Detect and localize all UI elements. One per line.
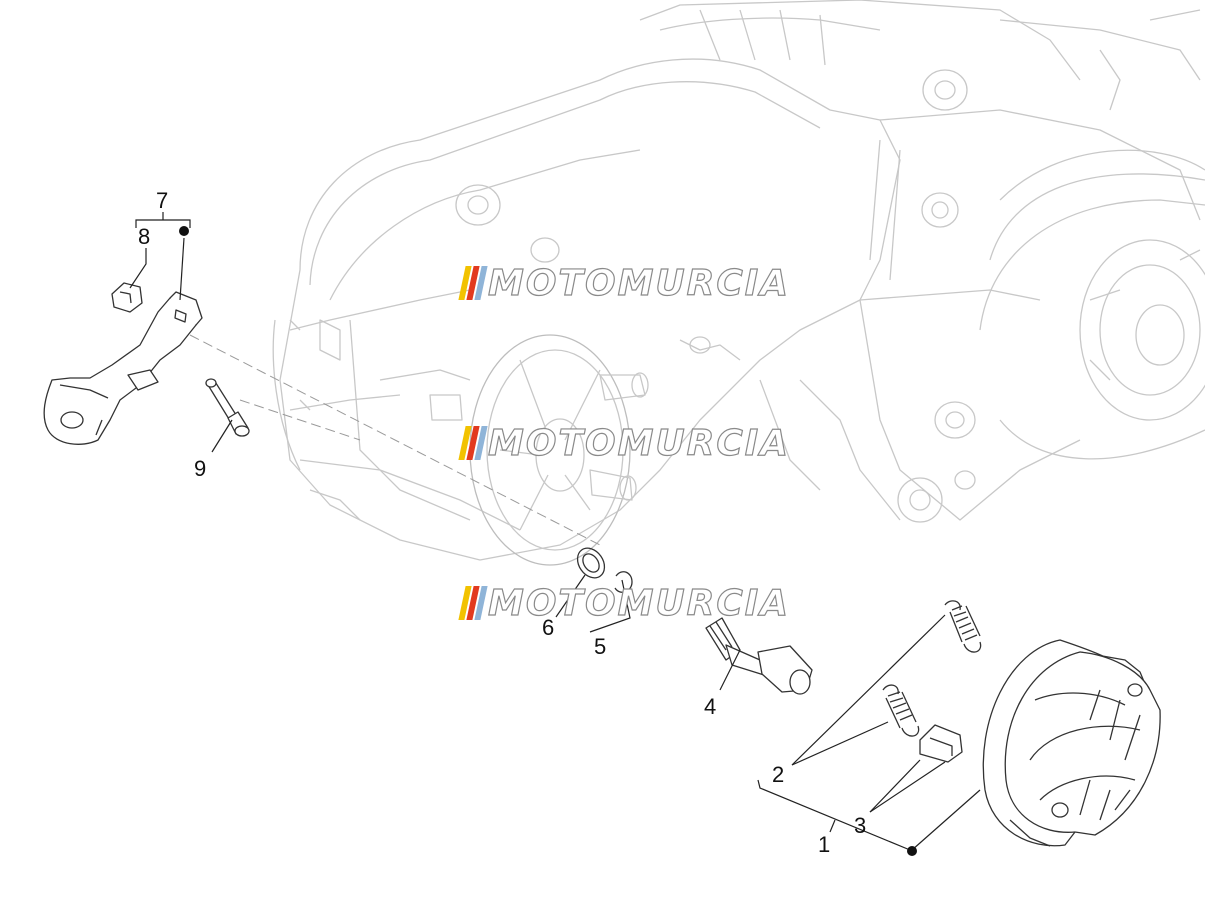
part-cam-shaft-4 [705, 617, 813, 695]
watermark-logo-middle: MOTOMURCIA [458, 422, 791, 464]
part-clip-3 [919, 724, 963, 763]
callout-2: 2 [772, 762, 785, 787]
callout-1: 1 [818, 832, 831, 857]
part-circlip-5 [614, 571, 633, 593]
callout-7: 7 [156, 188, 169, 213]
watermark-text: MOTOMURCIA [487, 582, 791, 624]
watermark-text: MOTOMURCIA [487, 262, 791, 304]
assembly-axis-lines [189, 334, 601, 546]
group-markers [179, 226, 917, 856]
leader-lines [129, 212, 981, 851]
watermark-logo-top: MOTOMURCIA [458, 262, 791, 304]
callout-8: 8 [138, 224, 151, 249]
part-brake-shoes-1 [982, 639, 1161, 847]
part-bolt-9 [205, 378, 250, 437]
callout-5: 5 [594, 634, 607, 659]
watermark-stripes [458, 586, 488, 620]
callout-4: 4 [704, 694, 717, 719]
part-washer-6 [576, 547, 606, 579]
marker-dot-1 [907, 846, 917, 856]
watermark-logo-bottom: MOTOMURCIA [458, 582, 791, 624]
part-springs-2 [882, 600, 982, 737]
engine-casing [272, 0, 1205, 566]
part-nut-8 [111, 282, 143, 313]
part-brake-lever-7 [43, 291, 203, 445]
watermark-stripes [458, 266, 488, 300]
callout-3: 3 [854, 813, 867, 838]
marker-dot-7 [179, 226, 189, 236]
watermark-stripes [458, 426, 488, 460]
watermark-text: MOTOMURCIA [487, 422, 791, 464]
callout-9: 9 [194, 456, 207, 481]
callout-6: 6 [542, 615, 555, 640]
